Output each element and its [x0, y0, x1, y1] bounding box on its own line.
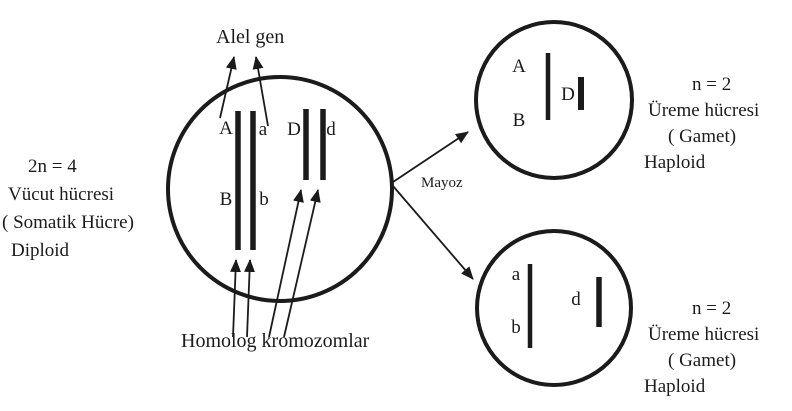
gamete-bottom-gene-b: b [511, 317, 521, 338]
homolog-kromozomlar-label: Homolog kromozomlar [181, 330, 370, 352]
alel-gen-arrow-left [219, 56, 237, 119]
gene-B: B [219, 189, 233, 210]
gamete-bottom-line-ploidy: n = 2 [692, 298, 732, 319]
gamete-top-line-haploid: Haploid [644, 152, 706, 173]
gamete-top-gene-D: D [561, 84, 575, 105]
gene-D: D [287, 119, 301, 140]
mayoz-label: Mayoz [421, 175, 463, 191]
alel-gen-arrow-right [252, 56, 269, 127]
somatic-line-diploid: Diploid [11, 240, 70, 261]
homolog-arrow-1 [230, 259, 242, 338]
gamete-bottom-line-alt-name: ( Gamet) [668, 350, 737, 371]
gamete-top-circle [474, 20, 634, 180]
mayoz-arrow-bottom [392, 185, 474, 280]
somatic-line-ploidy: 2n = 4 [28, 156, 77, 177]
gamete-bottom-circle [475, 229, 633, 387]
homolog-arrow-4 [283, 189, 321, 338]
gamete-top-gene-A: A [512, 56, 526, 77]
somatic-line-name: Vücut hücresi [8, 184, 115, 205]
somatic-cell-description: 2n = 4 Vücut hücresi ( Somatik Hücre) Di… [2, 153, 134, 265]
gene-a: a [258, 119, 268, 140]
homolog-arrow-2 [244, 259, 256, 338]
gamete-top-line-ploidy: n = 2 [692, 74, 732, 95]
gene-A: A [219, 118, 233, 139]
gene-d: d [326, 119, 336, 140]
homolog-arrow-3 [268, 189, 304, 338]
gamete-top-gene-B: B [512, 110, 526, 131]
gamete-bottom-gene-d: d [571, 289, 581, 310]
gamete-bottom-description: n = 2 Üreme hücresi ( Gamet) Haploid [644, 296, 759, 400]
gamete-top-description: n = 2 Üreme hücresi ( Gamet) Haploid [644, 72, 759, 176]
gamete-bottom-gene-a: a [511, 264, 521, 285]
gamete-bottom-line-name: Üreme hücresi [648, 324, 760, 345]
somatic-line-alt-name: ( Somatik Hücre) [2, 212, 134, 233]
gamete-top-line-name: Üreme hücresi [648, 100, 760, 121]
somatic-cell-circle [166, 75, 394, 303]
alel-gen-label: Alel gen [216, 26, 285, 48]
mayoz-arrow-top [392, 131, 469, 183]
gamete-bottom-line-haploid: Haploid [644, 376, 706, 397]
gamete-top-line-alt-name: ( Gamet) [668, 126, 737, 147]
gene-b: b [259, 189, 269, 210]
